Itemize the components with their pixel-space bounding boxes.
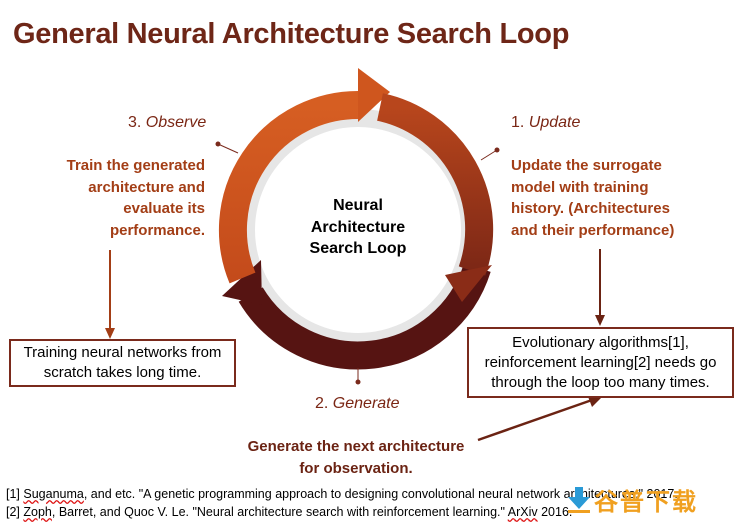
step-update-label: 1. Update xyxy=(511,114,580,132)
observe-down-arrow xyxy=(105,250,115,339)
update-desc-line: history. (Architectures xyxy=(511,200,670,217)
reference-2: [2] Zoph, Barret, and Quoc V. Le. "Neura… xyxy=(6,505,572,519)
ref1-author: Suganuma xyxy=(23,487,84,501)
update-arc xyxy=(376,93,494,302)
right-note-box: Evolutionary algorithms[1], reinforcemen… xyxy=(467,327,734,398)
observe-leader xyxy=(217,143,239,154)
left-box-line: scratch takes long time. xyxy=(43,364,202,381)
generate-description: Generate the next architecture for obser… xyxy=(240,436,472,479)
center-line-3: Search Loop xyxy=(309,240,407,257)
observe-desc-line: evaluate its xyxy=(123,200,205,217)
watermark-text: 谷普下载 xyxy=(594,489,698,516)
reference-1: [1] Suganuma, and etc. "A genetic progra… xyxy=(6,487,678,501)
update-desc-line: model with training xyxy=(511,178,649,196)
step-generate-number: 2. xyxy=(315,395,329,412)
observe-arc xyxy=(218,68,390,284)
watermark-logo: 谷普下载 xyxy=(568,482,698,517)
step-observe-number: 3. xyxy=(128,114,142,131)
update-leader xyxy=(480,149,498,161)
generate-leader-dot xyxy=(355,379,361,385)
observe-desc-line: performance. xyxy=(109,221,205,239)
ref1-rest: , and etc. "A genetic programming approa… xyxy=(83,487,678,501)
watermark-download-icon xyxy=(568,486,590,513)
update-desc-line: and their performance) xyxy=(511,221,675,239)
left-box-line: Training neural networks from xyxy=(23,344,222,361)
ref2-venue: ArXiv xyxy=(507,505,538,519)
observe-desc-line: architecture and xyxy=(88,178,205,196)
ref1-prefix: [1] xyxy=(6,487,24,501)
step-observe-label: 3. Observe xyxy=(128,114,206,132)
observe-leader-dot xyxy=(215,141,221,147)
left-note-box: Training neural networks from scratch ta… xyxy=(9,339,236,387)
observe-desc-line: Train the generated xyxy=(66,157,205,174)
update-description: Update the surrogate model with training… xyxy=(511,155,711,241)
ref2-author: Zoph xyxy=(23,505,52,519)
ref2-year: 2016. xyxy=(537,505,573,519)
page-title: General Neural Architecture Search Loop xyxy=(13,18,570,50)
generate-desc-line: Generate the next architecture xyxy=(247,438,465,455)
step-update-name: Update xyxy=(528,114,581,131)
observe-description: Train the generated architecture and eva… xyxy=(40,155,205,241)
update-down-arrow xyxy=(595,249,605,326)
step-observe-name: Observe xyxy=(145,114,207,131)
update-leader-dot xyxy=(494,147,500,153)
right-box-line: through the loop too many times. xyxy=(491,373,710,391)
update-desc-line: Update the surrogate xyxy=(511,157,662,174)
right-box-line: reinforcement learning[2] needs go xyxy=(484,353,717,371)
ref2-rest: , Barret, and Quoc V. Le. "Neural archit… xyxy=(51,505,508,519)
generate-desc-line: for observation. xyxy=(299,459,413,477)
generate-up-arrow xyxy=(477,394,603,442)
step-update-number: 1. xyxy=(511,114,525,131)
right-box-line: Evolutionary algorithms[1], xyxy=(512,333,689,351)
step-generate-name: Generate xyxy=(332,395,400,412)
center-label: Neural Architecture Search Loop xyxy=(298,195,418,260)
center-line-1: Neural xyxy=(333,197,383,214)
center-line-2: Architecture xyxy=(310,218,406,236)
ref2-prefix: [2] xyxy=(6,505,24,519)
step-generate-label: 2. Generate xyxy=(315,395,400,413)
